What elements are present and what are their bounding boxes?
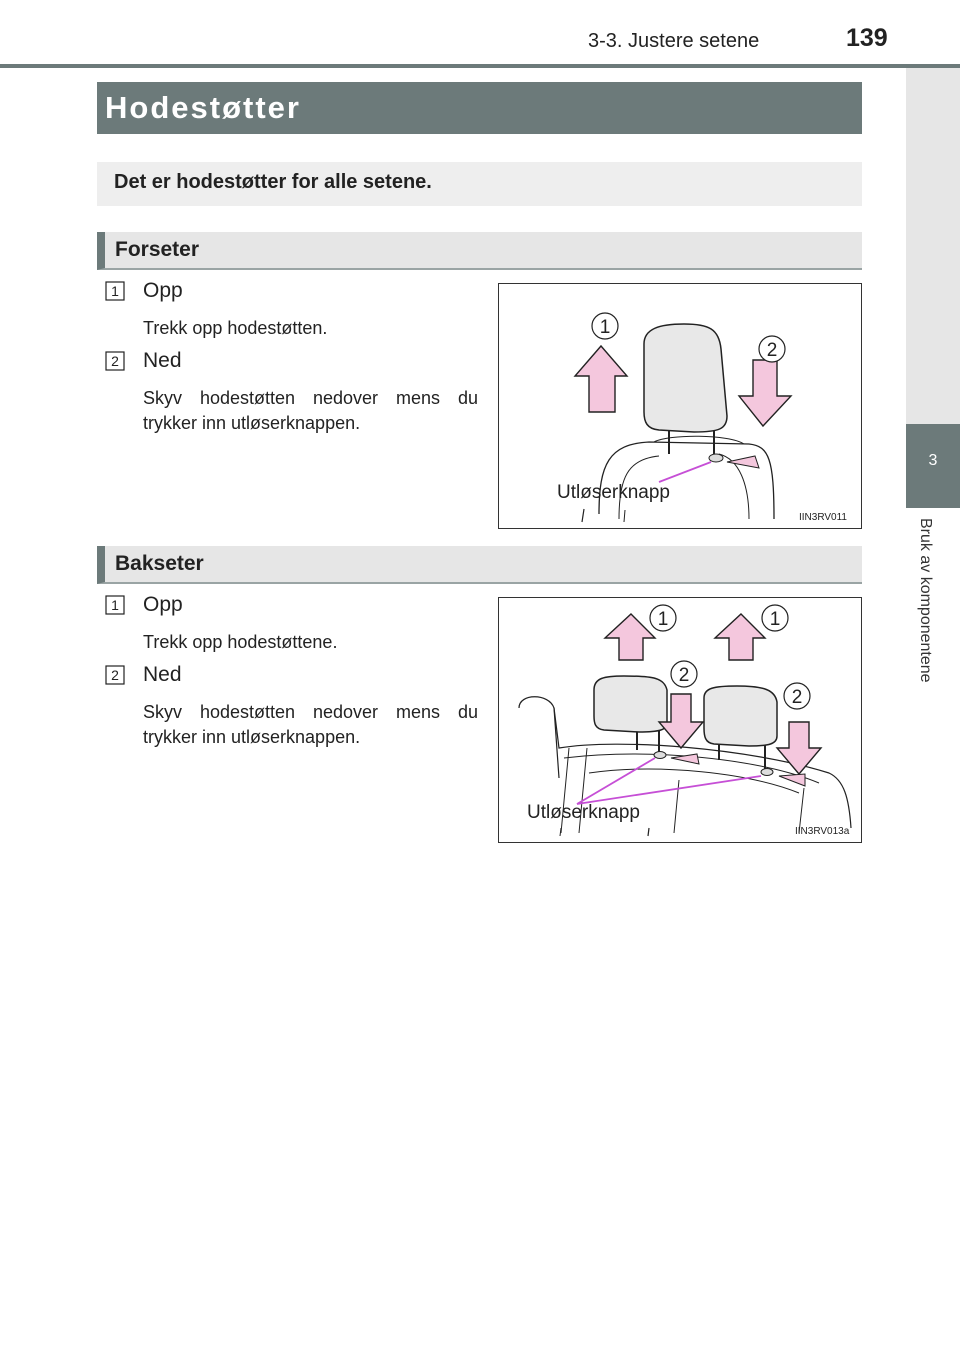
step-title: Opp xyxy=(143,593,183,616)
subheading-rear-seats: Bakseter xyxy=(97,546,862,584)
intro-text: Det er hodestøtter for alle setene. xyxy=(97,162,862,206)
rear-headrest-illustration: 1 1 2 2 xyxy=(518,604,852,837)
step-number-icon: 2 xyxy=(105,351,125,371)
step-description: Skyv hodestøtten nedover mens du trykker… xyxy=(143,388,478,433)
page-number: 139 xyxy=(846,24,888,52)
release-button-label: Utløserknapp xyxy=(527,802,640,823)
chapter-number: 3 xyxy=(928,452,938,469)
release-button-label: Utløserknapp xyxy=(557,482,670,503)
header-rule xyxy=(0,64,960,68)
page-title: Hodestøtter xyxy=(97,82,862,134)
step-title: Ned xyxy=(143,349,182,372)
figure-code: IIN3RV011 xyxy=(799,512,847,523)
side-tab-background xyxy=(906,68,960,424)
figure-code: IIN3RV013a xyxy=(795,826,850,837)
front-headrest-figure: 1 2 Utløserknapp IIN3RV011 xyxy=(498,283,862,529)
figure-callout: 1 xyxy=(658,609,669,630)
step-title: Opp xyxy=(143,279,183,302)
figure-callout: 1 xyxy=(770,609,781,630)
figure-callout: 2 xyxy=(767,340,778,361)
step-number-icon: 1 xyxy=(105,281,125,301)
chapter-label: Bruk av komponentene xyxy=(917,518,934,683)
section-title: 3-3. Justere setene xyxy=(588,30,760,52)
figure-callout: 1 xyxy=(600,317,611,338)
front-headrest-illustration: 1 2 xyxy=(573,312,793,523)
step-number-icon: 1 xyxy=(105,595,125,615)
chapter-tab xyxy=(906,424,960,508)
step-description: Trekk opp hodestøttene. xyxy=(143,632,338,652)
step-number: 1 xyxy=(111,597,119,613)
step-number: 1 xyxy=(111,283,119,299)
step-description: Trekk opp hodestøtten. xyxy=(143,318,328,338)
step-number-icon: 2 xyxy=(105,665,125,685)
step-number: 2 xyxy=(111,353,119,369)
figure-callout: 2 xyxy=(679,665,690,686)
rear-headrest-figure: 1 1 2 2 Utløserknapp IIN3RV013a xyxy=(498,597,862,843)
subheading-front-seats: Forseter xyxy=(97,232,862,270)
step-description: Skyv hodestøtten nedover mens du trykker… xyxy=(143,702,478,747)
step-number: 2 xyxy=(111,667,119,683)
figure-callout: 2 xyxy=(792,687,803,708)
step-title: Ned xyxy=(143,663,182,686)
